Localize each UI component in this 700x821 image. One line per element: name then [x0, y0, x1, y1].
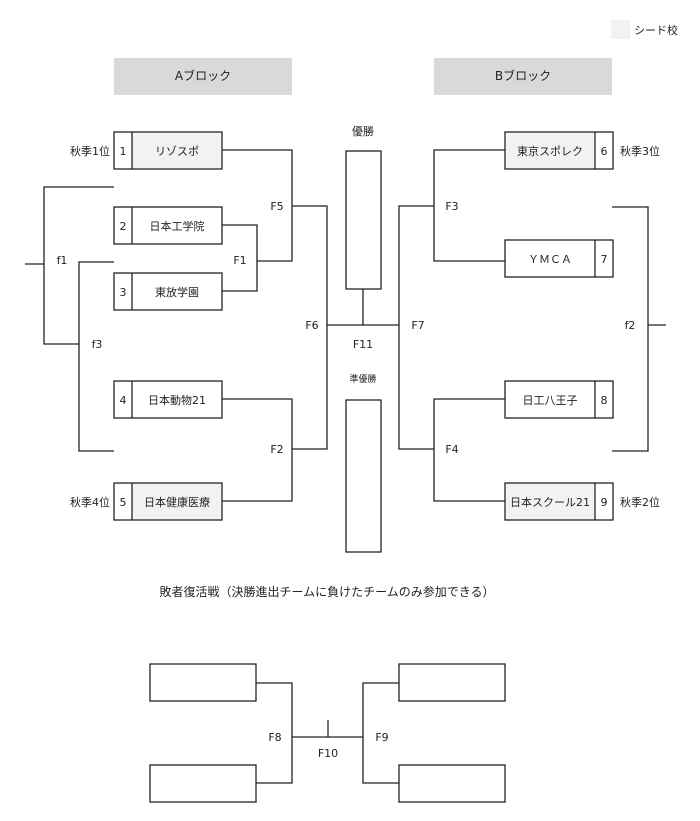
- team-number: 9: [601, 496, 608, 509]
- runnerup-label: 準優勝: [349, 373, 376, 385]
- consolation-bracket: F8 F9 F10: [149, 663, 506, 803]
- seed-legend-label: シード校: [634, 23, 678, 37]
- block-a-title: Aブロック: [175, 68, 231, 83]
- team-number: 3: [120, 286, 127, 299]
- consolation-slot: [149, 764, 257, 803]
- team-note: 秋季1位: [70, 144, 110, 158]
- match-label-f9: F9: [375, 731, 388, 744]
- match-label-f6: F6: [305, 319, 318, 332]
- match-labels: F5 F1 F2 F6 F7 F3 F4 F11 f1 f3 f2: [57, 200, 636, 456]
- team-name: 日本動物21: [148, 393, 206, 407]
- block-b-title: Bブロック: [495, 68, 551, 83]
- match-label-f4: F4: [445, 443, 458, 456]
- team-slot-6: 東京スポレク 6 秋季3位: [504, 131, 660, 170]
- team-number: 4: [120, 394, 127, 407]
- consolation-title: 敗者復活戦（決勝進出チームに負けたチームのみ参加できる）: [159, 584, 494, 599]
- team-note: 秋季3位: [620, 144, 660, 158]
- team-number: 5: [120, 496, 127, 509]
- match-label-f10: F10: [318, 747, 338, 760]
- team-slot-5: 5 日本健康医療 秋季4位: [70, 482, 223, 521]
- runnerup-box: [345, 399, 382, 553]
- team-name: 日本工学院: [150, 219, 205, 233]
- match-label-f1-lower: f1: [57, 254, 68, 267]
- consolation-slot: [398, 764, 506, 803]
- block-a-header: [114, 58, 292, 95]
- bracket-lines-left: [25, 149, 363, 502]
- team-slot-1: 1 リゾスポ 秋季1位: [70, 131, 223, 170]
- team-slot-9: 日本スクール21 9 秋季2位: [504, 482, 660, 521]
- team-slot-2: 2 日本工学院: [113, 206, 223, 245]
- match-label-f5: F5: [270, 200, 283, 213]
- champion-label: 優勝: [352, 124, 374, 138]
- team-number: 8: [601, 394, 608, 407]
- team-name: リゾスポ: [155, 145, 199, 158]
- match-label-f3-lower: f3: [92, 338, 103, 351]
- block-b-header: [434, 58, 612, 95]
- team-slot-3: 3 東放学園: [113, 272, 223, 311]
- match-label-f11: F11: [353, 338, 373, 351]
- team-note: 秋季4位: [70, 495, 110, 509]
- team-number: 1: [120, 145, 127, 158]
- bracket-lines-right: [363, 149, 666, 502]
- team-name: 日本健康医療: [144, 495, 210, 509]
- team-number: 7: [601, 253, 608, 266]
- team-name: 東放学園: [155, 285, 199, 299]
- seed-legend-swatch: [611, 20, 630, 39]
- match-label-f7: F7: [411, 319, 424, 332]
- team-slot-8: 日工八王子 8: [504, 380, 614, 419]
- team-name: ＹＭＣＡ: [528, 253, 572, 266]
- team-name: 日工八王子: [523, 394, 578, 407]
- team-slot-4: 4 日本動物21: [113, 380, 223, 419]
- team-number: 6: [601, 145, 608, 158]
- team-number: 2: [120, 220, 127, 233]
- match-label-f2: F2: [270, 443, 283, 456]
- match-label-f1: F1: [233, 254, 246, 267]
- team-note: 秋季2位: [620, 495, 660, 509]
- match-label-f3: F3: [445, 200, 458, 213]
- consolation-slot: [398, 663, 506, 702]
- match-label-f8: F8: [268, 731, 281, 744]
- team-slot-7: ＹＭＣＡ 7: [504, 239, 614, 278]
- team-name: 日本スクール21: [510, 495, 590, 509]
- consolation-slot: [149, 663, 257, 702]
- champion-box: [345, 150, 382, 290]
- team-name: 東京スポレク: [517, 144, 583, 158]
- match-label-f2-lower: f2: [625, 319, 636, 332]
